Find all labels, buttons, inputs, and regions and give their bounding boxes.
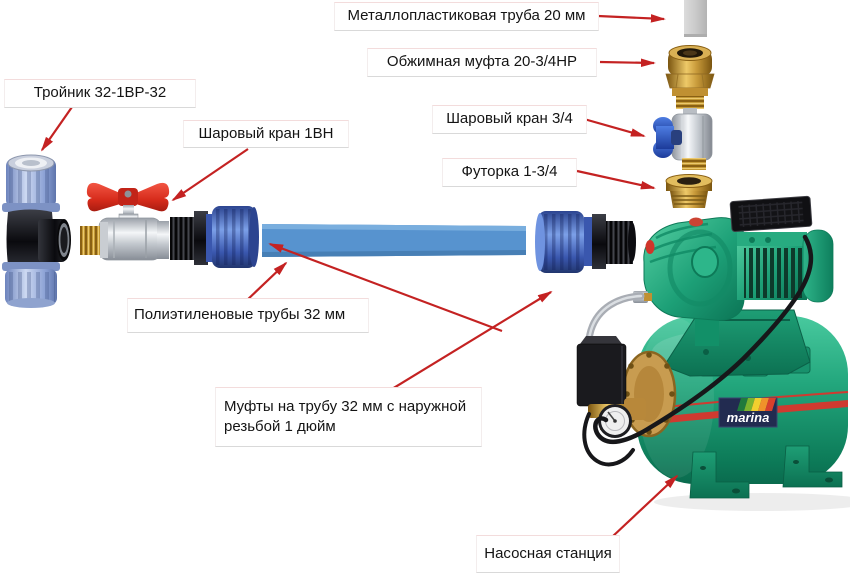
tee-fitting (2, 154, 71, 308)
ball-valve-34 (653, 108, 713, 170)
pressure-gauge (598, 404, 632, 438)
futorka-fitting (665, 174, 713, 208)
pump-station: marina (576, 195, 850, 511)
metal-plastic-pipe (684, 0, 707, 37)
arrow-coupling-left (268, 242, 503, 333)
pump-red-badge (645, 240, 655, 254)
arrow-pe-pipe (244, 261, 288, 303)
label-ball-valve-1vn: Шаровый кран 1ВН (183, 120, 349, 148)
arrow-futorka (576, 169, 656, 190)
arrow-tee (40, 106, 73, 152)
arrow-coupling-right (391, 291, 553, 390)
pe-pipe (262, 224, 526, 257)
label-couplings: Муфты на трубу 32 мм с наружной резьбой … (215, 387, 482, 447)
label-pump-station: Насосная станция (476, 535, 620, 573)
brand-logo: marina (718, 397, 778, 428)
arrow-compression-fitting (599, 58, 656, 68)
label-compression-fitting: Обжимная муфта 20-3/4НР (367, 48, 597, 77)
brand-logo-text: marina (727, 410, 770, 425)
arrow-ball-valve-1vn (171, 148, 249, 202)
label-tee: Тройник 32-1ВР-32 (4, 79, 196, 108)
valve-1vn-red-handle (86, 182, 170, 212)
motor-fins (744, 248, 802, 298)
tank-foot-left (689, 451, 750, 499)
pump-motor-unit (633, 195, 834, 346)
terminal-box (729, 195, 813, 232)
arrow-pump-station (611, 474, 679, 538)
compression-fitting (665, 45, 715, 109)
label-pe-pipes: Полиэтиленовые трубы 32 мм (127, 298, 369, 333)
coupling-left (170, 206, 259, 268)
valve-34-blue-handle (653, 117, 682, 158)
annotation-arrows (40, 14, 679, 538)
label-ball-valve-34: Шаровый кран 3/4 (432, 105, 587, 134)
arrow-metal-pipe (597, 14, 666, 23)
pump-shadow (654, 493, 850, 511)
arrow-ball-valve-34 (583, 117, 646, 138)
ball-valve-1vn (80, 182, 170, 261)
tank-foot-right (782, 445, 843, 488)
power-cable (582, 234, 814, 467)
coupling-right (535, 211, 636, 273)
label-futorka: Футорка 1-3/4 (442, 158, 577, 187)
label-metal-pipe: Металлопластиковая труба 20 мм (334, 2, 599, 31)
